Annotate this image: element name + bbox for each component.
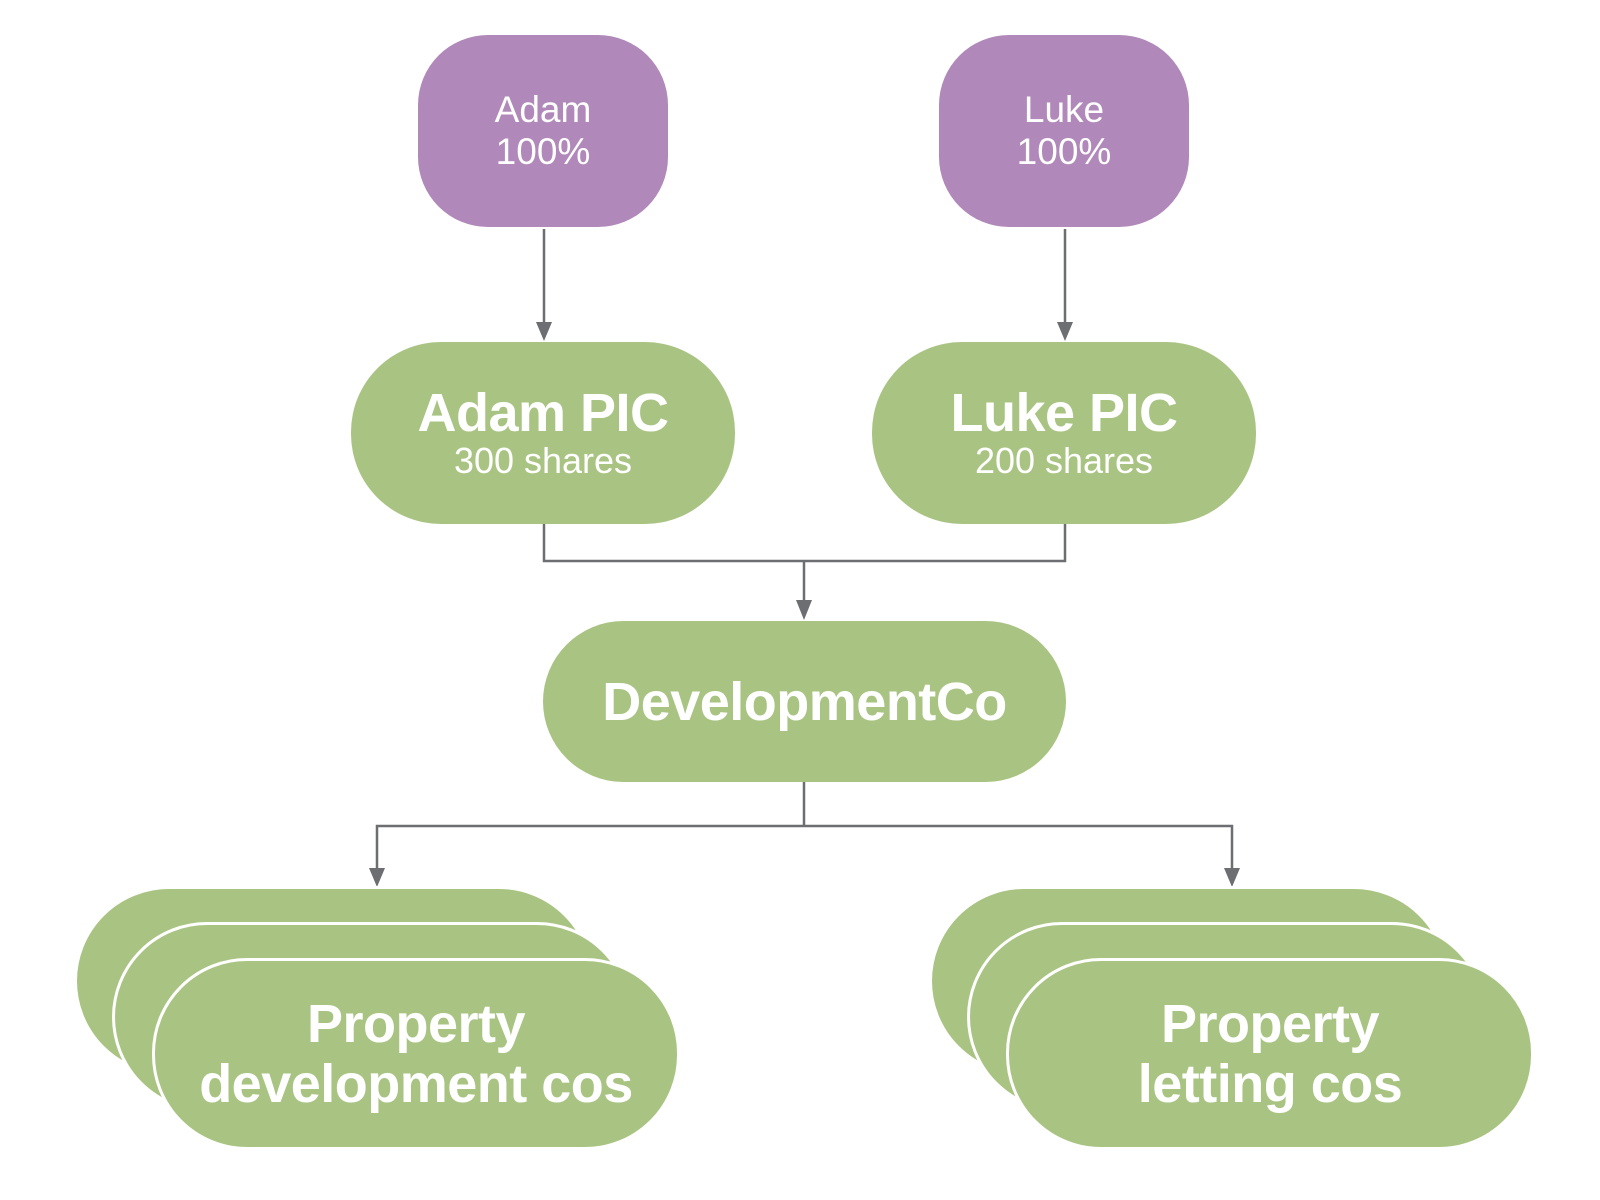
subsidiary-line2: development cos <box>199 1054 633 1114</box>
subsidiary-label-development: Property development cos <box>152 958 680 1150</box>
arrowhead-developmentco <box>796 600 812 620</box>
holding-shares: 300 shares <box>453 440 633 481</box>
owner-name: Luke <box>1023 89 1105 130</box>
edge-split <box>375 824 1234 868</box>
holding-shares: 200 shares <box>974 440 1154 481</box>
holding-node-adam-pic: Adam PIC 300 shares <box>351 342 735 524</box>
subsidiary-label-letting: Property letting cos <box>1006 958 1534 1150</box>
subsidiary-line1: Property <box>1160 994 1380 1054</box>
parent-name: DevelopmentCo <box>602 671 1007 732</box>
arrowhead-adam-pic <box>536 322 552 341</box>
holding-name: Adam PIC <box>417 383 669 443</box>
stack-card-front <box>152 958 680 1150</box>
parent-node-developmentco: DevelopmentCo <box>543 621 1066 782</box>
owner-stake: 100% <box>1016 131 1112 172</box>
arrowhead-development-cos <box>369 868 385 887</box>
holding-name: Luke PIC <box>950 383 1178 443</box>
edge-pics-merge <box>542 524 1067 563</box>
subsidiary-line2: letting cos <box>1137 1054 1403 1114</box>
stack-card-front <box>1006 958 1534 1150</box>
subsidiary-line1: Property <box>306 994 526 1054</box>
owner-name: Adam <box>494 89 592 130</box>
owner-node-adam: Adam 100% <box>418 35 668 227</box>
owner-node-luke: Luke 100% <box>939 35 1189 227</box>
holding-node-luke-pic: Luke PIC 200 shares <box>872 342 1256 524</box>
owner-stake: 100% <box>495 131 591 172</box>
arrowhead-letting-cos <box>1224 868 1240 887</box>
arrowhead-luke-pic <box>1057 322 1073 341</box>
